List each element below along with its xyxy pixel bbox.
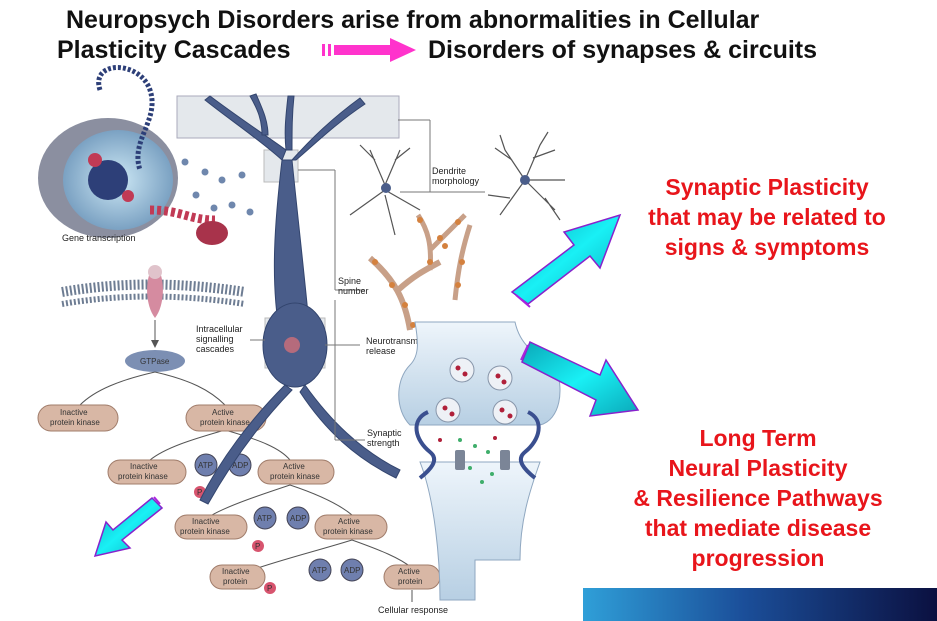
label-dendrite-2: morphology: [432, 176, 480, 186]
protein-kinase-pills: [37, 404, 441, 590]
arrow-to-long-term: [520, 340, 640, 417]
label-neurotransmitter-2: release: [366, 346, 396, 356]
label-atp-2: ATP: [257, 514, 272, 523]
cascade-arrows: [79, 371, 413, 602]
label-active-pk-3b: protein kinase: [323, 527, 373, 536]
label-synaptic-strength-1: Synaptic: [367, 428, 402, 438]
synapse-terminal: [398, 321, 561, 601]
small-neuron-left: [349, 144, 421, 236]
receptors: [455, 450, 510, 470]
soma-nucleus: [284, 337, 300, 353]
label-atp-1: ATP: [198, 461, 213, 470]
synaptic-vesicles: [435, 357, 518, 425]
spiny-dendrites: [368, 213, 473, 331]
label-p-1: P: [197, 488, 202, 497]
molecule-dots: [181, 158, 254, 216]
label-p-2: P: [255, 542, 260, 551]
label-inactive-pk-1b: protein kinase: [50, 418, 100, 427]
synaptic-line-2: that may be related to: [648, 204, 886, 230]
label-dendrite-1: Dendrite: [432, 166, 466, 176]
title-line-1: Neuropsych Disorders arise from abnormal…: [66, 6, 760, 34]
label-active-pk-2a: Active: [283, 462, 305, 471]
label-inactive-protein-a: Inactive: [222, 567, 250, 576]
nucleus: [38, 65, 228, 245]
label-inactive-pk-2b: protein kinase: [118, 472, 168, 481]
connector-lines: [250, 119, 485, 441]
label-inactive-pk-3b: protein kinase: [180, 527, 230, 536]
label-cellular-response: Cellular response: [378, 605, 448, 615]
cell-membrane: [61, 265, 246, 348]
gtpase-node: [125, 350, 185, 372]
label-atp-3: ATP: [312, 566, 327, 575]
label-active-pk-2b: protein kinase: [270, 472, 320, 481]
label-active-protein-b: protein: [398, 577, 422, 586]
label-active-pk-1b: protein kinase: [200, 418, 250, 427]
long-term-line-5: progression: [691, 545, 825, 571]
label-spine-1: Spine: [338, 276, 361, 286]
label-gene-transcription: Gene transcription: [62, 233, 136, 243]
long-term-line-2: Neural Plasticity: [668, 455, 848, 481]
title-line-2-right: Disorders of synapses & circuits: [428, 36, 818, 64]
small-neuron-right-body: [520, 175, 530, 185]
label-adp-2: ADP: [290, 514, 306, 523]
synaptic-plasticity-text: Synaptic Plasticity that may be related …: [612, 172, 922, 262]
label-gtpase: GTPase: [140, 357, 170, 366]
synaptic-line-1: Synaptic Plasticity: [665, 174, 869, 200]
label-adp-1: ADP: [232, 461, 248, 470]
label-inactive-pk-1a: Inactive: [60, 408, 88, 417]
label-spine-2: number: [338, 286, 369, 296]
released-transmitter: [458, 438, 494, 484]
label-neurotransmitter-1: Neurotransmitter: [366, 336, 433, 346]
long-term-plasticity-text: Long Term Neural Plasticity & Resilience…: [598, 423, 918, 573]
label-intracellular-3: cascades: [196, 344, 235, 354]
neuron: [199, 93, 401, 505]
synaptic-line-3: signs & symptoms: [664, 234, 870, 260]
label-active-pk-3a: Active: [338, 517, 360, 526]
title-pink-arrow: [322, 38, 416, 62]
label-adp-3: ADP: [344, 566, 360, 575]
small-neuron-left-body: [381, 183, 391, 193]
title-line-2-left: Plasticity Cascades: [57, 36, 291, 64]
label-active-protein-a: Active: [398, 567, 420, 576]
arrow-lower-left: [93, 496, 164, 558]
label-synaptic-strength-2: strength: [367, 438, 400, 448]
label-inactive-protein-b: protein: [223, 577, 247, 586]
label-intracellular-2: signalling: [196, 334, 234, 344]
long-term-line-1: Long Term: [699, 425, 817, 451]
synaptic-proteins: [414, 410, 541, 480]
long-term-line-3: & Resilience Pathways: [633, 485, 883, 511]
long-term-line-4: that mediate disease: [644, 515, 872, 541]
small-neuron-right: [487, 131, 565, 221]
label-p-3: P: [267, 584, 272, 593]
label-inactive-pk-3a: Inactive: [192, 517, 220, 526]
label-active-pk-1a: Active: [212, 408, 234, 417]
label-intracellular-1: Intracellular: [196, 324, 243, 334]
neurotransmitter-dots: [438, 365, 513, 442]
footer-gradient-bar: [583, 588, 937, 621]
arrow-to-synaptic-plasticity: [510, 213, 622, 308]
label-inactive-pk-2a: Inactive: [130, 462, 158, 471]
